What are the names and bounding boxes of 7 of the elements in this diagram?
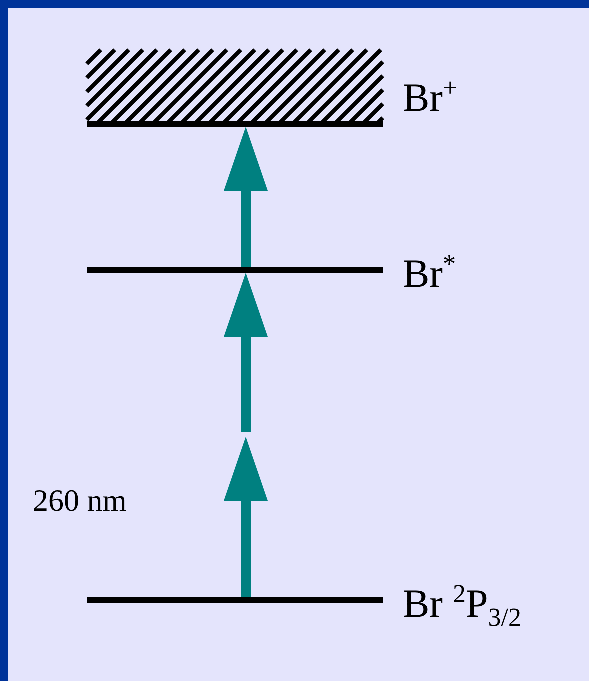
- level-label: Br$^{*}$: [403, 254, 456, 294]
- level-label: Br $^{2}$P$_{3/2}$: [403, 584, 522, 624]
- excitation-arrow: [224, 273, 268, 432]
- level-label: Br$^{+}$: [403, 78, 458, 118]
- excitation-arrow: [224, 437, 268, 597]
- wavelength-label: 260 nm: [33, 483, 127, 519]
- excitation-arrow: [224, 127, 268, 267]
